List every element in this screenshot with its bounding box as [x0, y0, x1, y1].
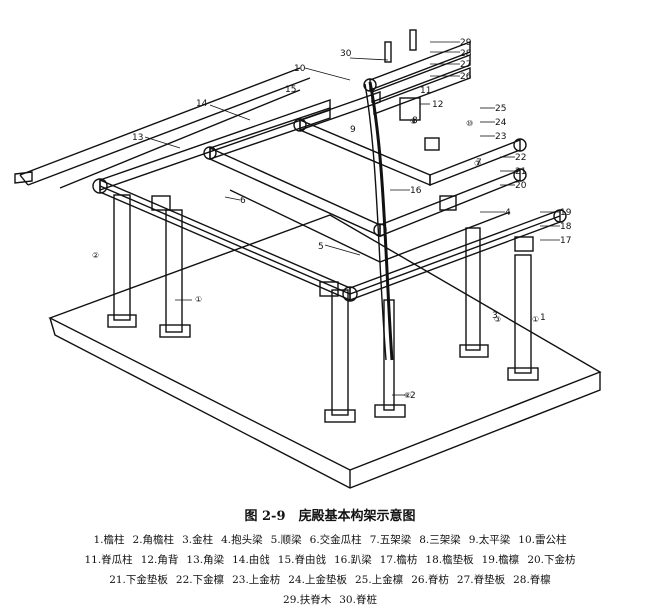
callout-8: 8 — [412, 116, 418, 126]
callout-9: 9 — [350, 125, 356, 135]
callout-24: 24 — [495, 118, 507, 128]
legend-item: 20.下金枋 — [527, 554, 576, 566]
circled-callout: ① — [532, 315, 539, 324]
callout-16: 16 — [410, 186, 422, 196]
callout-21: 21 — [515, 167, 526, 177]
circled-callout: ③ — [494, 315, 501, 324]
circled-callout: ② — [404, 391, 411, 400]
legend-item: 11.脊瓜柱 — [84, 554, 133, 566]
circled-callout: ⑦ — [474, 159, 481, 168]
legend-item: 9.太平梁 — [468, 534, 511, 546]
legend-item: 16.趴梁 — [334, 554, 372, 566]
corner-column-left — [113, 194, 131, 321]
circled-callout: ① — [195, 295, 202, 304]
eave-column — [165, 209, 183, 333]
legend-item: 15.脊由戗 — [277, 554, 326, 566]
callout-2: 2 — [410, 391, 416, 401]
circled-callout: ⑩ — [466, 119, 473, 128]
callout-18: 18 — [560, 222, 572, 232]
callout-7: 7 — [476, 158, 482, 168]
legend-line-4: 29.扶脊木 30.脊桩 — [0, 590, 660, 610]
legend-item: 17.檐枋 — [379, 554, 418, 566]
legend-line-1: 1.檐柱 2.角檐柱 3.金柱 4.抱头梁 5.顺梁 6.交金瓜柱 7.五架梁 8.三架梁 9.… — [0, 530, 660, 550]
legend-item: 5.顺梁 — [270, 534, 302, 546]
corner-column-right — [514, 254, 532, 374]
callout-25: 25 — [495, 104, 506, 114]
legend-item: 26.脊枋 — [411, 574, 449, 586]
eave-column-right — [465, 227, 481, 351]
circled-callout: ② — [92, 251, 99, 260]
legend-item: 18.檐垫板 — [425, 554, 474, 566]
callout-5: 5 — [318, 242, 324, 252]
legend-item: 24.上金垫板 — [288, 574, 347, 586]
legend-item: 8.三架梁 — [419, 534, 461, 546]
legend-item: 19.檐檩 — [481, 554, 520, 566]
callout-30: 30 — [340, 49, 352, 59]
legend-item: 25.上金檩 — [355, 574, 404, 586]
legend-item: 12.角背 — [140, 554, 179, 566]
corner-column-front — [331, 289, 349, 416]
platform-front — [49, 317, 601, 489]
callout-27: 27 — [460, 60, 471, 70]
timber-frame-diagram: 30 29 28 27 26 10 15 14 13 12 11 9 8 7 6… — [14, 29, 602, 489]
callout-3: 3 — [492, 311, 498, 321]
callout-17: 17 — [560, 236, 571, 246]
legend-line-2: 11.脊瓜柱 12.角背 13.角梁 14.由戗 15.脊由戗 16.趴梁 17.檐枋 18.… — [0, 550, 660, 570]
legend-item: 10.雷公柱 — [518, 534, 567, 546]
legend-item: 21.下金垫板 — [109, 574, 168, 586]
callout-29: 29 — [460, 38, 472, 48]
legend-item: 4.抱头梁 — [221, 534, 263, 546]
legend-item: 29.扶脊木 — [283, 594, 332, 606]
callout-26: 26 — [460, 72, 472, 82]
legend-item: 28.脊檩 — [513, 574, 551, 586]
legend-item: 27.脊垫板 — [456, 574, 506, 586]
figure-title: 图 2-9 庑殿基本构架示意图 — [244, 509, 416, 524]
legend-item: 14.由戗 — [232, 554, 270, 566]
legend-item: 23.上金枋 — [232, 574, 281, 586]
callout-11: 11 — [420, 86, 431, 96]
callout-20: 20 — [515, 181, 527, 191]
circled-callout: ⑧ — [410, 117, 417, 126]
callout-6: 6 — [240, 196, 246, 206]
legend-item: 6.交金瓜柱 — [309, 534, 362, 546]
callout-28: 28 — [460, 49, 472, 59]
callout-12: 12 — [432, 100, 443, 110]
legend-item: 22.下金檩 — [175, 574, 225, 586]
legend-item: 30.脊桩 — [339, 594, 377, 606]
figure-caption: 图 2-9 庑殿基本构架示意图 1.檐柱 2.角檐柱 3.金柱 4.抱头梁 5.顺梁 6.… — [0, 505, 660, 610]
callout-23: 23 — [495, 132, 506, 142]
callout-22: 22 — [515, 153, 526, 163]
callout-15: 15 — [285, 85, 296, 95]
legend-line-3: 21.下金垫板 22.下金檩 23.上金枋 24.上金垫板 25.上金檩 26.脊枋 27.… — [0, 570, 660, 590]
legend-item: 3.金柱 — [182, 534, 214, 546]
legend-item: 7.五架梁 — [369, 534, 412, 546]
callout-1: 1 — [540, 313, 546, 323]
legend-item: 2.角檐柱 — [132, 534, 175, 546]
callout-13: 13 — [132, 133, 143, 143]
callout-10: 10 — [294, 64, 306, 74]
callout-14: 14 — [196, 99, 208, 109]
callout-19: 19 — [560, 208, 572, 218]
legend-item: 13.角梁 — [186, 554, 225, 566]
callout-4: 4 — [505, 208, 511, 218]
platform-top — [48, 214, 602, 471]
legend-item: 1.檐柱 — [93, 534, 125, 546]
